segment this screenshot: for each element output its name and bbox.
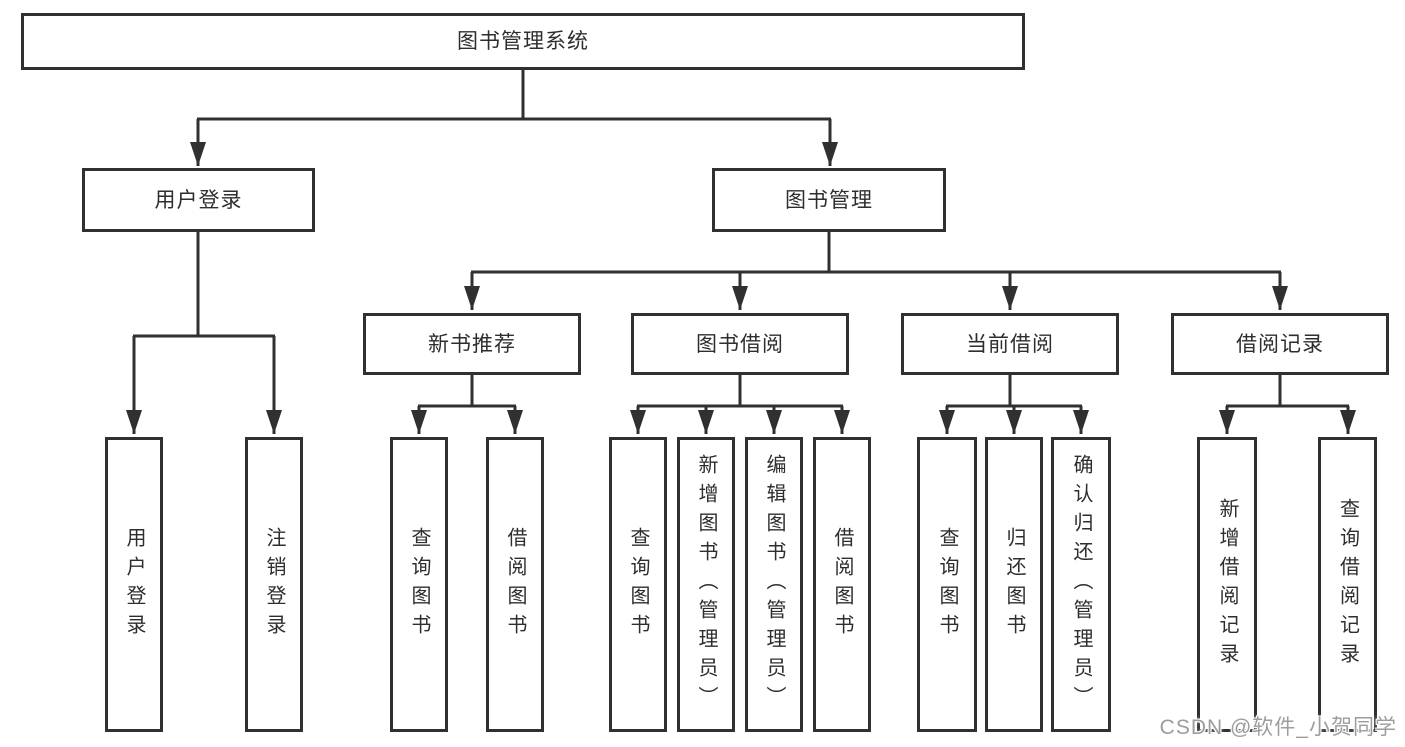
group-node-book-borrow: 图书借阅 xyxy=(631,313,849,375)
leaf-node-return-books-label: 归还图书 xyxy=(1003,526,1025,643)
leaf-node-edit-books-admin-label: 编辑图书（管理员） xyxy=(763,454,785,715)
leaf-node-borrow-books: 借阅图书 xyxy=(813,437,871,732)
branch-node-book-management: 图书管理 xyxy=(712,168,946,232)
leaf-node-query-books-current: 查询图书 xyxy=(917,437,977,732)
group-node-book-borrow-label: 图书借阅 xyxy=(696,332,784,356)
leaf-node-query-borrow-record-label: 查询借阅记录 xyxy=(1336,497,1359,672)
leaf-node-add-borrow-record-label: 新增借阅记录 xyxy=(1216,497,1238,672)
root-node-system: 图书管理系统 xyxy=(21,13,1025,70)
leaf-node-logout: 注销登录 xyxy=(245,437,303,732)
group-node-new-book-recommend-label: 新书推荐 xyxy=(428,332,516,356)
leaf-node-add-borrow-record: 新增借阅记录 xyxy=(1197,437,1257,732)
leaf-node-add-books-admin: 新增图书（管理员） xyxy=(677,437,735,732)
csdn-watermark: CSDN @软件_小贺同学 xyxy=(1159,716,1397,739)
leaf-node-borrow-books-recommend: 借阅图书 xyxy=(486,437,544,732)
leaf-node-borrow-books-recommend-label: 借阅图书 xyxy=(504,526,526,643)
leaf-node-query-borrow-record: 查询借阅记录 xyxy=(1318,437,1377,732)
leaf-node-edit-books-admin: 编辑图书（管理员） xyxy=(745,437,803,732)
leaf-node-query-books-borrow-label: 查询图书 xyxy=(627,526,649,643)
leaf-node-confirm-return-admin: 确认归还（管理员） xyxy=(1051,437,1111,732)
leaf-node-user-login-label: 用户登录 xyxy=(123,526,145,643)
group-node-current-borrow-label: 当前借阅 xyxy=(966,332,1054,356)
leaf-node-query-books-recommend: 查询图书 xyxy=(390,437,448,732)
group-node-borrow-record-label: 借阅记录 xyxy=(1236,332,1324,356)
group-node-current-borrow: 当前借阅 xyxy=(901,313,1119,375)
leaf-node-query-books-borrow: 查询图书 xyxy=(609,437,667,732)
leaf-node-return-books: 归还图书 xyxy=(985,437,1043,732)
leaf-node-borrow-books-label: 借阅图书 xyxy=(831,526,853,643)
leaf-node-user-login: 用户登录 xyxy=(105,437,163,732)
leaf-node-query-books-current-label: 查询图书 xyxy=(936,526,958,643)
branch-node-book-management-label: 图书管理 xyxy=(785,188,873,212)
leaf-node-query-books-recommend-label: 查询图书 xyxy=(408,526,430,643)
leaf-node-logout-label: 注销登录 xyxy=(263,526,285,643)
group-node-borrow-record: 借阅记录 xyxy=(1171,313,1389,375)
branch-node-user-login-label: 用户登录 xyxy=(154,188,243,212)
leaf-node-confirm-return-admin-label: 确认归还（管理员） xyxy=(1070,454,1092,715)
root-node-label: 图书管理系统 xyxy=(457,30,589,53)
leaf-node-add-books-admin-label: 新增图书（管理员） xyxy=(695,454,717,715)
branch-node-user-login: 用户登录 xyxy=(82,168,315,232)
group-node-new-book-recommend: 新书推荐 xyxy=(363,313,581,375)
